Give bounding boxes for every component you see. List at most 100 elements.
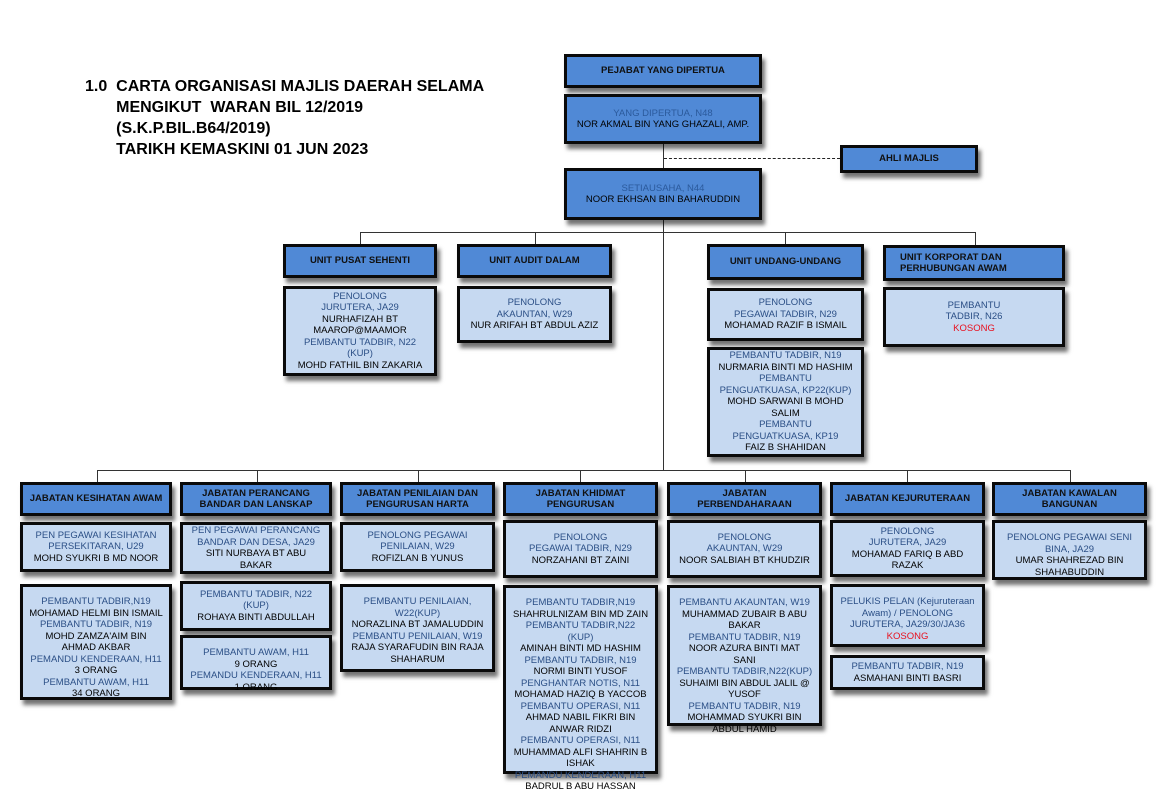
- staff-name: SHAHARUM: [390, 653, 445, 665]
- staff-name: ABDUL HAMID: [712, 723, 777, 735]
- position-title: PEMBANTU TADBIR,N22(KUP): [676, 666, 813, 677]
- position-title: PEMBANTU PENILAIAN, W19: [352, 630, 483, 642]
- position-title: PEMBANTU: [947, 299, 1001, 311]
- staff-name: FAIZ B SHAHIDAN: [745, 442, 826, 454]
- position-title: PELUKIS PELAN (Kejuruteraan: [840, 596, 975, 607]
- jabatan-khidmat-pengurusan-header: JABATAN KHIDMAT PENGURUSAN: [503, 482, 658, 516]
- staff-name: NUR ARIFAH BT ABDUL AZIZ: [470, 320, 599, 332]
- position-title: BANDAR DAN DESA, JA29: [197, 536, 315, 548]
- staff-name: SHAHRULNIZAM BIN MD ZAIN: [512, 608, 649, 620]
- unit-audit-dalam-header: UNIT AUDIT DALAM: [457, 244, 612, 278]
- unit-korporat-header: UNIT KORPORAT DAN PERHUBUNGAN AWAM: [883, 245, 1065, 281]
- position-title: PEMBANTU TADBIR, N19: [688, 700, 801, 712]
- title-line: MENGIKUT WARAN BIL 12/2019: [85, 99, 363, 116]
- staff-name: UMAR SHAHREZAD BIN: [1015, 555, 1124, 566]
- staff-name: 9 ORANG: [234, 658, 278, 670]
- position-title: PENOLONG: [553, 531, 608, 543]
- position-title: PEMBANTU TADBIR, N19: [39, 619, 153, 630]
- position-title: (KUP): [347, 348, 373, 360]
- box-header-label: PEJABAT YANG DIPERTUA: [601, 65, 725, 77]
- staff-name: NORZAHANI BT ZAINI: [531, 554, 630, 566]
- position-title: PEMANDU KENDERAAN, H11: [190, 670, 322, 681]
- staff-name: BAKAR: [239, 559, 273, 571]
- position-title: PEMBANTU OPERASI, N11: [520, 700, 641, 712]
- staff-name: NOOR SALBIAH BT KHUDZIR: [679, 554, 810, 566]
- staff-name: ROHAYA BINTI ABDULLAH: [197, 611, 315, 623]
- position-title: PENOLONG: [507, 297, 562, 309]
- position-title: PEMBANTU: [759, 373, 812, 385]
- pejabat-yang-dipertua-header: PEJABAT YANG DIPERTUA: [564, 54, 762, 88]
- position-title: PENGHANTAR NOTIS, N11: [521, 677, 640, 689]
- box-header-label: JABATAN KAWALAN BANGUNAN: [1022, 487, 1117, 511]
- staff-name: ASMAHANI BINTI BASRI: [853, 672, 962, 684]
- staff-name: MOHD SARWANI B MOHD: [727, 396, 844, 408]
- position-title: (KUP): [567, 631, 594, 643]
- position-title: PENOLONG PEGAWAI SENI: [1007, 532, 1132, 543]
- staff-name: MUHAMMAD ALFI SHAHRIN B: [513, 746, 648, 758]
- box-header-label: AHLI MAJLIS: [879, 153, 939, 165]
- staff-name: 3 ORANG: [74, 665, 118, 676]
- jabatan-kawalan-bangunan-header: JABATAN KAWALAN BANGUNAN: [992, 482, 1147, 516]
- staff-name: MOHD FATHIL BIN ZAKARIA: [297, 359, 423, 371]
- position-title: PENGUATKUASA, KP22(KUP): [719, 384, 852, 396]
- connector-line: [785, 232, 786, 244]
- jabatan-kejuruteraan-header: JABATAN KEJURUTERAAN: [830, 482, 985, 516]
- staff-name: SITI NURBAYA BT ABU: [205, 548, 307, 559]
- staff-name: MUHAMMAD ZUBAIR B ABU: [681, 608, 808, 620]
- position-title: PEGAWAI TADBIR, N29: [529, 543, 632, 555]
- position-title: PEMBANTU TADBIR, N19: [524, 654, 637, 666]
- title-line: TARIKH KEMASKINI 01 JUN 2023: [85, 141, 369, 158]
- position-title: JURUTERA, JA29: [868, 537, 947, 548]
- connector-line: [907, 470, 908, 492]
- position-title: PEN PEGAWAI PERANCANG: [191, 525, 321, 536]
- vacant-status: KOSONG: [886, 630, 929, 642]
- staff-name: ISHAK: [566, 758, 595, 769]
- position-title: PENOLONG: [717, 531, 772, 543]
- staff-name: AHMAD NABIL FIKRI BIN: [525, 712, 636, 723]
- position-title: PEMBANTU TADBIR, N19: [729, 350, 842, 362]
- position-title: YANG DIPERTUA, N48: [613, 107, 713, 119]
- box-header-label: JABATAN PENILAIAN DAN PENGURUSAN HARTA: [356, 487, 479, 511]
- staff-name: MOHAMAD RAZIF B ISMAIL: [724, 320, 847, 332]
- position-title: PEGAWAI TADBIR, N29: [734, 308, 837, 320]
- position-title: JURUTERA, JA29/30/JA36: [849, 619, 966, 630]
- staff-name: ANWAR RIDZI: [549, 723, 612, 735]
- position-title: PEMBANTU TADBIR, N19: [851, 661, 964, 672]
- staff-name: NORAZLINA BT JAMALUDDIN: [351, 619, 484, 630]
- connector-line: [745, 470, 746, 482]
- position-title: Awam) / PENOLONG: [861, 607, 954, 619]
- position-title: PEMANDU KENDERAAN, H11: [514, 769, 647, 781]
- box-header-label: JABATAN KHIDMAT PENGURUSAN: [535, 487, 626, 511]
- position-title: PENILAIAN, W29: [380, 541, 455, 553]
- position-title: SETIAUSAHA, N44: [621, 182, 705, 194]
- staff-name: NURHAFIZAH BT: [322, 313, 398, 325]
- position-title: (KUP): [243, 600, 269, 612]
- staff-name: 1 ORANG: [234, 681, 278, 693]
- position-title: PEMBANTU TADBIR,N19: [41, 596, 151, 607]
- staff-name: 34 ORANG: [71, 688, 121, 699]
- staff-name: AHMAD AKBAR: [61, 642, 131, 653]
- staff-name: ROFIZLAN B YUNUS: [371, 552, 464, 564]
- box-header-label: JABATAN KESIHATAN AWAM: [29, 493, 163, 505]
- ahli-majlis-box: AHLI MAJLIS: [840, 145, 978, 173]
- position-title: PEMBANTU AWAM, H11: [203, 647, 309, 658]
- chart-title: 1.0 CARTA ORGANISASI MAJLIS DAERAH SELAM…: [85, 76, 484, 160]
- position-title: JURUTERA, JA29: [321, 302, 399, 314]
- connector-line: [580, 470, 581, 482]
- staff-name: MAAROP@MAAMOR: [313, 325, 407, 337]
- position-title: PEN PEGAWAI KESIHATAN: [35, 529, 157, 541]
- connector-line: [257, 470, 258, 482]
